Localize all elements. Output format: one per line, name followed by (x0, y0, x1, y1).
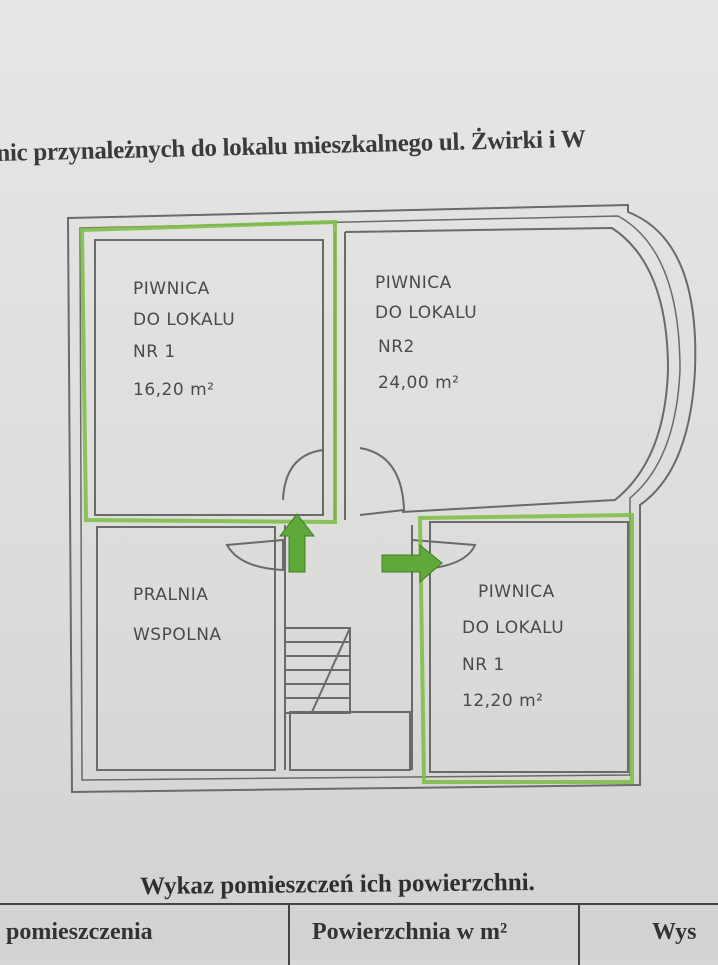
laundry-label-line: WSPOLNA (133, 625, 222, 645)
room-2-label-line: DO LOKALU (375, 303, 477, 323)
room-2-label-line: PIWNICA (375, 273, 452, 293)
inner-wall (79, 215, 681, 781)
arrow-right-icon (381, 543, 443, 584)
table-header-area: Powierzchnia w m² (290, 905, 580, 965)
room-1-label-line: PIWNICA (133, 279, 210, 299)
room-2-area: 24,00 m² (378, 373, 459, 393)
stairs (284, 627, 411, 771)
arrow-up-icon (278, 513, 316, 573)
outer-wall (66, 203, 697, 794)
laundry-label-line: PRALNIA (133, 585, 208, 605)
room-1-label-line: DO LOKALU (133, 310, 235, 330)
rooms-table: pomieszczenia Powierzchnia w m² Wys (0, 903, 718, 965)
door-arc (225, 538, 284, 572)
room-3-label-line: DO LOKALU (462, 618, 564, 638)
room-1-area: 16,20 m² (133, 380, 214, 400)
room-3-label-line: NR 1 (462, 655, 505, 675)
table-header-height: Wys (652, 919, 697, 945)
room-3-label-line: PIWNICA (478, 582, 555, 602)
laundry-walls (96, 526, 276, 771)
room-1-label-line: NR 1 (133, 342, 176, 362)
room-2-walls (344, 226, 670, 513)
door-arc (282, 448, 324, 515)
room-3-walls (429, 521, 629, 773)
room-3-area: 12,20 m² (462, 691, 543, 711)
table-header-room: pomieszczenia (0, 905, 290, 965)
room-2-label-line: NR2 (378, 337, 415, 357)
table-caption: Wykaz pomieszczeń ich powierzchni. (139, 868, 535, 901)
door-arc (359, 447, 406, 516)
room-3-highlight (417, 512, 634, 784)
room-1-walls (94, 239, 324, 516)
room-1-highlight (79, 219, 337, 525)
